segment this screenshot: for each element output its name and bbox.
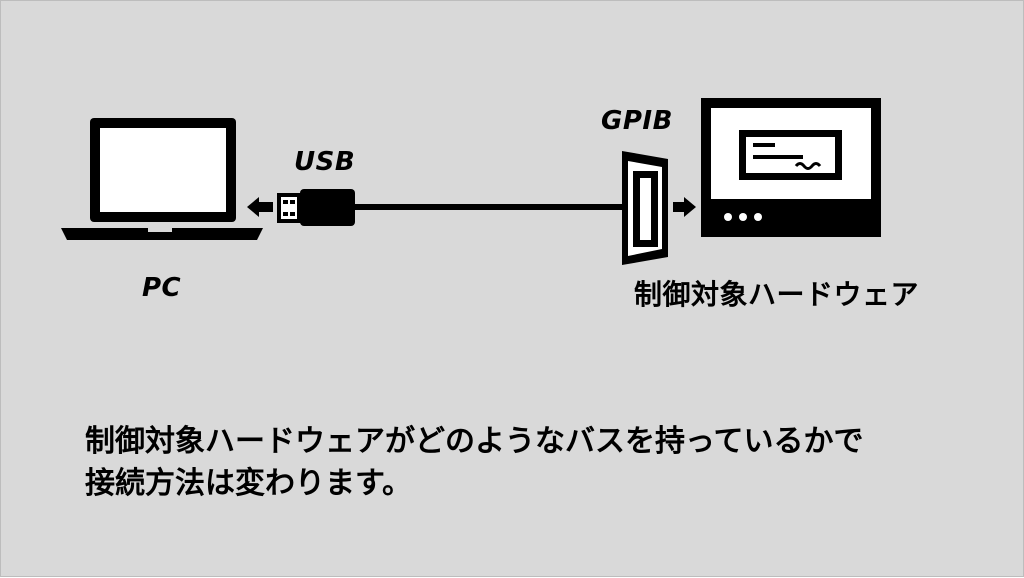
pc-label: PC: [142, 273, 182, 303]
usb-plug-icon: [277, 189, 355, 226]
caption-line-1: 制御対象ハードウェアがどのようなバスを持っているかで: [85, 424, 864, 459]
arrow-left-icon: [247, 197, 273, 217]
hardware-label: 制御対象ハードウェア: [634, 278, 920, 311]
instrument-icon: [701, 98, 881, 237]
gpib-connector-icon: [622, 151, 668, 265]
caption: 制御対象ハードウェアがどのようなバスを持っているかで 接続方法は変わります。: [85, 421, 864, 505]
laptop-icon: [61, 118, 263, 240]
caption-line-2: 接続方法は変わります。: [85, 466, 412, 501]
usb-label: USB: [294, 147, 356, 177]
arrow-right-icon: [673, 197, 696, 217]
gpib-label: GPIB: [601, 106, 673, 136]
